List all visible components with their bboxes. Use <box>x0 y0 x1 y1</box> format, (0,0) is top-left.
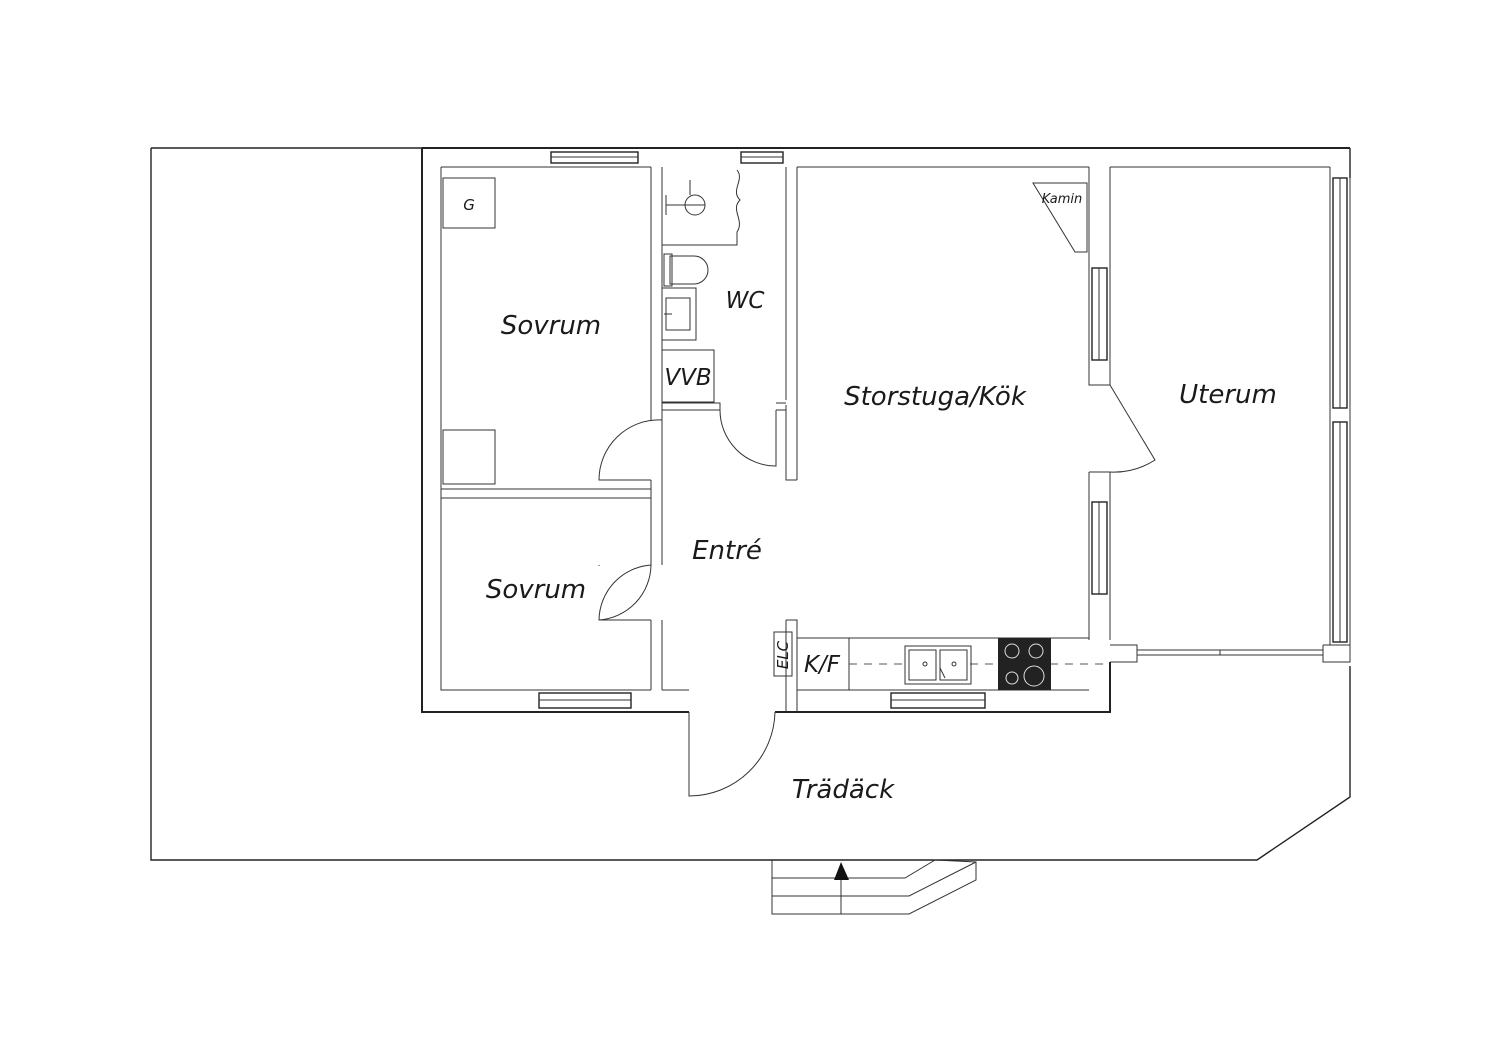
sovrum-bottom-label: Sovrum <box>486 575 586 605</box>
storstuga-label: Storstuga/Kök <box>844 382 1027 412</box>
tradack-label: Trädäck <box>792 775 895 805</box>
windows <box>538 151 1348 709</box>
interior-walls <box>441 167 1351 712</box>
wardrobe <box>442 429 496 485</box>
uterum-label: Uterum <box>1179 380 1277 410</box>
entrance-steps <box>771 859 977 915</box>
kf-label: K/F <box>804 652 841 678</box>
exterior-walls <box>421 147 1350 713</box>
sovrum-top-label: Sovrum <box>501 311 601 341</box>
vvb-label: VVB <box>664 365 711 391</box>
doors <box>598 384 1156 797</box>
g-box <box>442 177 496 229</box>
kamin <box>1032 182 1088 253</box>
entre-label: Entré <box>692 536 762 566</box>
deck-outline <box>150 147 1351 861</box>
wc-fixtures <box>661 169 741 403</box>
g-label: G <box>463 196 475 214</box>
kamin-label: Kamin <box>1042 192 1083 207</box>
elc-label: ELC <box>774 640 792 669</box>
kitchen-counter <box>773 631 1110 691</box>
wc-label: WC <box>726 288 765 314</box>
